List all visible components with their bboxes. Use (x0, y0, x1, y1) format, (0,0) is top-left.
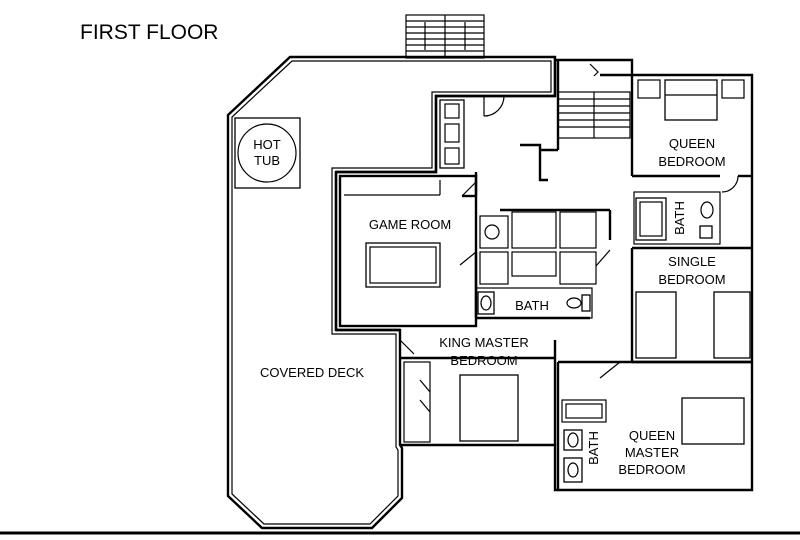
utility-counter (439, 95, 505, 169)
queen-bedroom-label-line2: BEDROOM (658, 154, 725, 169)
single-bedroom-label-line2: BEDROOM (658, 272, 725, 287)
king-master-label-line1: KING MASTER (439, 335, 529, 350)
queen-bedroom: QUEEN BEDROOM (630, 75, 752, 193)
queen-bedroom-label-line1: QUEEN (669, 136, 715, 151)
exterior-stairs-top (405, 14, 485, 59)
king-master-bedroom: KING MASTER BEDROOM (399, 335, 557, 445)
game-room-label: GAME ROOM (369, 217, 451, 232)
king-master-label-line2: BEDROOM (450, 353, 517, 368)
queen-master-label-line3: BEDROOM (618, 462, 685, 477)
center-closets (479, 211, 597, 285)
center-bath-label: BATH (515, 298, 549, 313)
covered-deck-label: COVERED DECK (260, 365, 364, 380)
upper-right-bath: BATH (633, 191, 721, 245)
lower-bath-label: BATH (586, 431, 601, 465)
hot-tub: HOT TUB (234, 117, 301, 189)
floor-title: FIRST FLOOR (80, 21, 218, 44)
single-bedroom: SINGLE BEDROOM (630, 246, 752, 364)
hot-tub-label-line2: TUB (254, 153, 280, 168)
queen-master-bedroom: BATH QUEEN MASTER BEDROOM (556, 360, 752, 490)
queen-master-label-line2: MASTER (625, 445, 679, 460)
queen-master-label-line1: QUEEN (629, 428, 675, 443)
single-bedroom-label-line1: SINGLE (668, 254, 716, 269)
game-room: GAME ROOM (338, 174, 478, 328)
hot-tub-label-line1: HOT (253, 137, 281, 152)
interior-stairs (556, 60, 632, 150)
upper-bath-label: BATH (672, 201, 687, 235)
center-bath: BATH (475, 287, 593, 319)
